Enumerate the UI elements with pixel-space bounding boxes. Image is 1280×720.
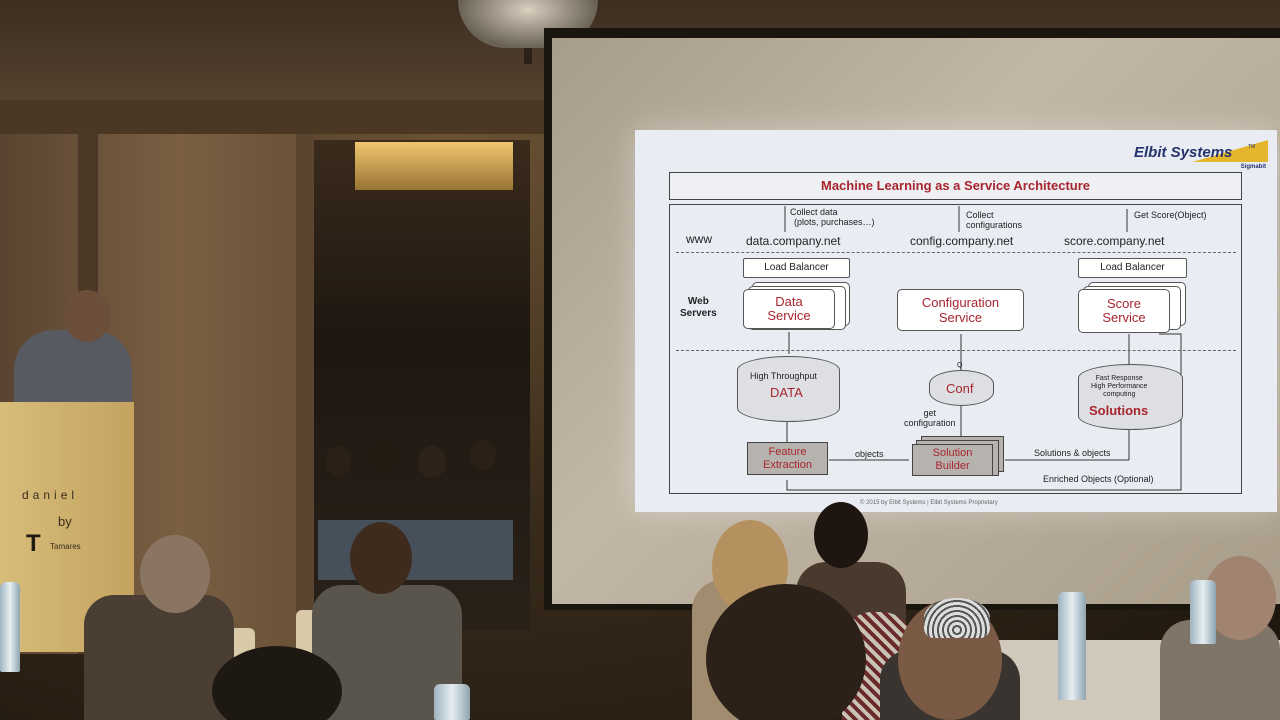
podium-tamares: Tamares: [50, 542, 81, 551]
feature-extraction: Feature Extraction: [747, 442, 828, 475]
architecture-diagram: [669, 204, 1242, 494]
water-bottle: [434, 684, 470, 720]
solutions-store: Fast Response High Performance computing…: [1078, 364, 1183, 430]
solutions-objects-label: Solutions & objects: [1034, 448, 1111, 458]
config-url: config.company.net: [910, 234, 1014, 248]
door-light: [355, 142, 513, 190]
audience-head: [470, 440, 496, 470]
q-label: Q: [957, 362, 963, 369]
audience-head: [1204, 556, 1276, 640]
data-store: High Throughput DATA: [737, 356, 840, 422]
solution-builder: Solution Builder: [912, 444, 993, 476]
collect-data-detail: (plots, purchases…): [794, 217, 875, 227]
row-label-web-servers: Web Servers: [680, 296, 717, 319]
water-bottle: [1190, 580, 1216, 644]
audience-head: [350, 522, 412, 594]
score-url: score.company.net: [1064, 234, 1165, 248]
fast-response-label: Fast Response High Performance computing: [1091, 375, 1148, 398]
audience-head: [370, 440, 396, 470]
audience-member: [84, 595, 234, 720]
data-service: Data Service: [743, 289, 835, 329]
load-balancer-right: Load Balancer: [1078, 258, 1187, 278]
audience-member: [1160, 620, 1280, 720]
elbit-logo: Elbit Systems TM Sigmabit: [1134, 134, 1270, 174]
data-url: data.company.net: [746, 234, 841, 248]
audience-head: [325, 446, 351, 476]
lamp-rod: [524, 44, 532, 64]
door-frame: [296, 134, 314, 654]
conf-store-label: Conf: [946, 381, 974, 396]
slide-title-box: Machine Learning as a Service Architectu…: [669, 172, 1242, 200]
row-label-www: www: [686, 232, 712, 246]
podium-t-logo: T: [26, 530, 41, 557]
objects-label: objects: [855, 449, 884, 459]
collect-data-label: Collect data: [790, 207, 838, 217]
speaker-head: [64, 290, 110, 342]
collect-config-label: Collect configurations: [966, 210, 1023, 230]
logo-sub: Sigmabit: [1240, 164, 1266, 170]
row-divider: [676, 252, 1236, 253]
solutions-store-label: Solutions: [1089, 403, 1149, 418]
high-throughput-label: High Throughput: [750, 371, 817, 381]
audience-head: [418, 446, 446, 478]
podium-brand: daniel: [22, 488, 79, 502]
score-service: Score Service: [1078, 289, 1170, 333]
get-score-label: Get Score(Object): [1134, 210, 1207, 220]
logo-text: Elbit Systems: [1134, 144, 1233, 161]
water-bottle: [0, 582, 20, 672]
enriched-objects-label: Enriched Objects (Optional): [1043, 474, 1154, 484]
water-bottle: [1058, 592, 1086, 700]
audience-head: [706, 584, 866, 720]
audience-head: [140, 535, 210, 613]
conf-store: Conf: [929, 370, 994, 406]
slide-footer: © 2015 by Elbit Systems | Elbit Systems …: [860, 500, 998, 506]
ceiling-band: [0, 100, 545, 134]
diagram-arrows: [784, 206, 1182, 491]
audience-table: [318, 520, 513, 580]
logo-tm: TM: [1248, 144, 1256, 150]
podium-by: by: [58, 514, 72, 529]
audience-head: [212, 646, 342, 720]
audience-head: [814, 502, 868, 568]
get-configuration-label: get configuration: [904, 408, 956, 428]
configuration-service: Configuration Service: [897, 289, 1024, 331]
slide-title: Machine Learning as a Service Architectu…: [820, 178, 1090, 193]
load-balancer-left: Load Balancer: [743, 258, 850, 278]
kippah: [924, 598, 990, 638]
data-store-label: DATA: [770, 385, 803, 400]
row-divider: [676, 350, 1236, 351]
